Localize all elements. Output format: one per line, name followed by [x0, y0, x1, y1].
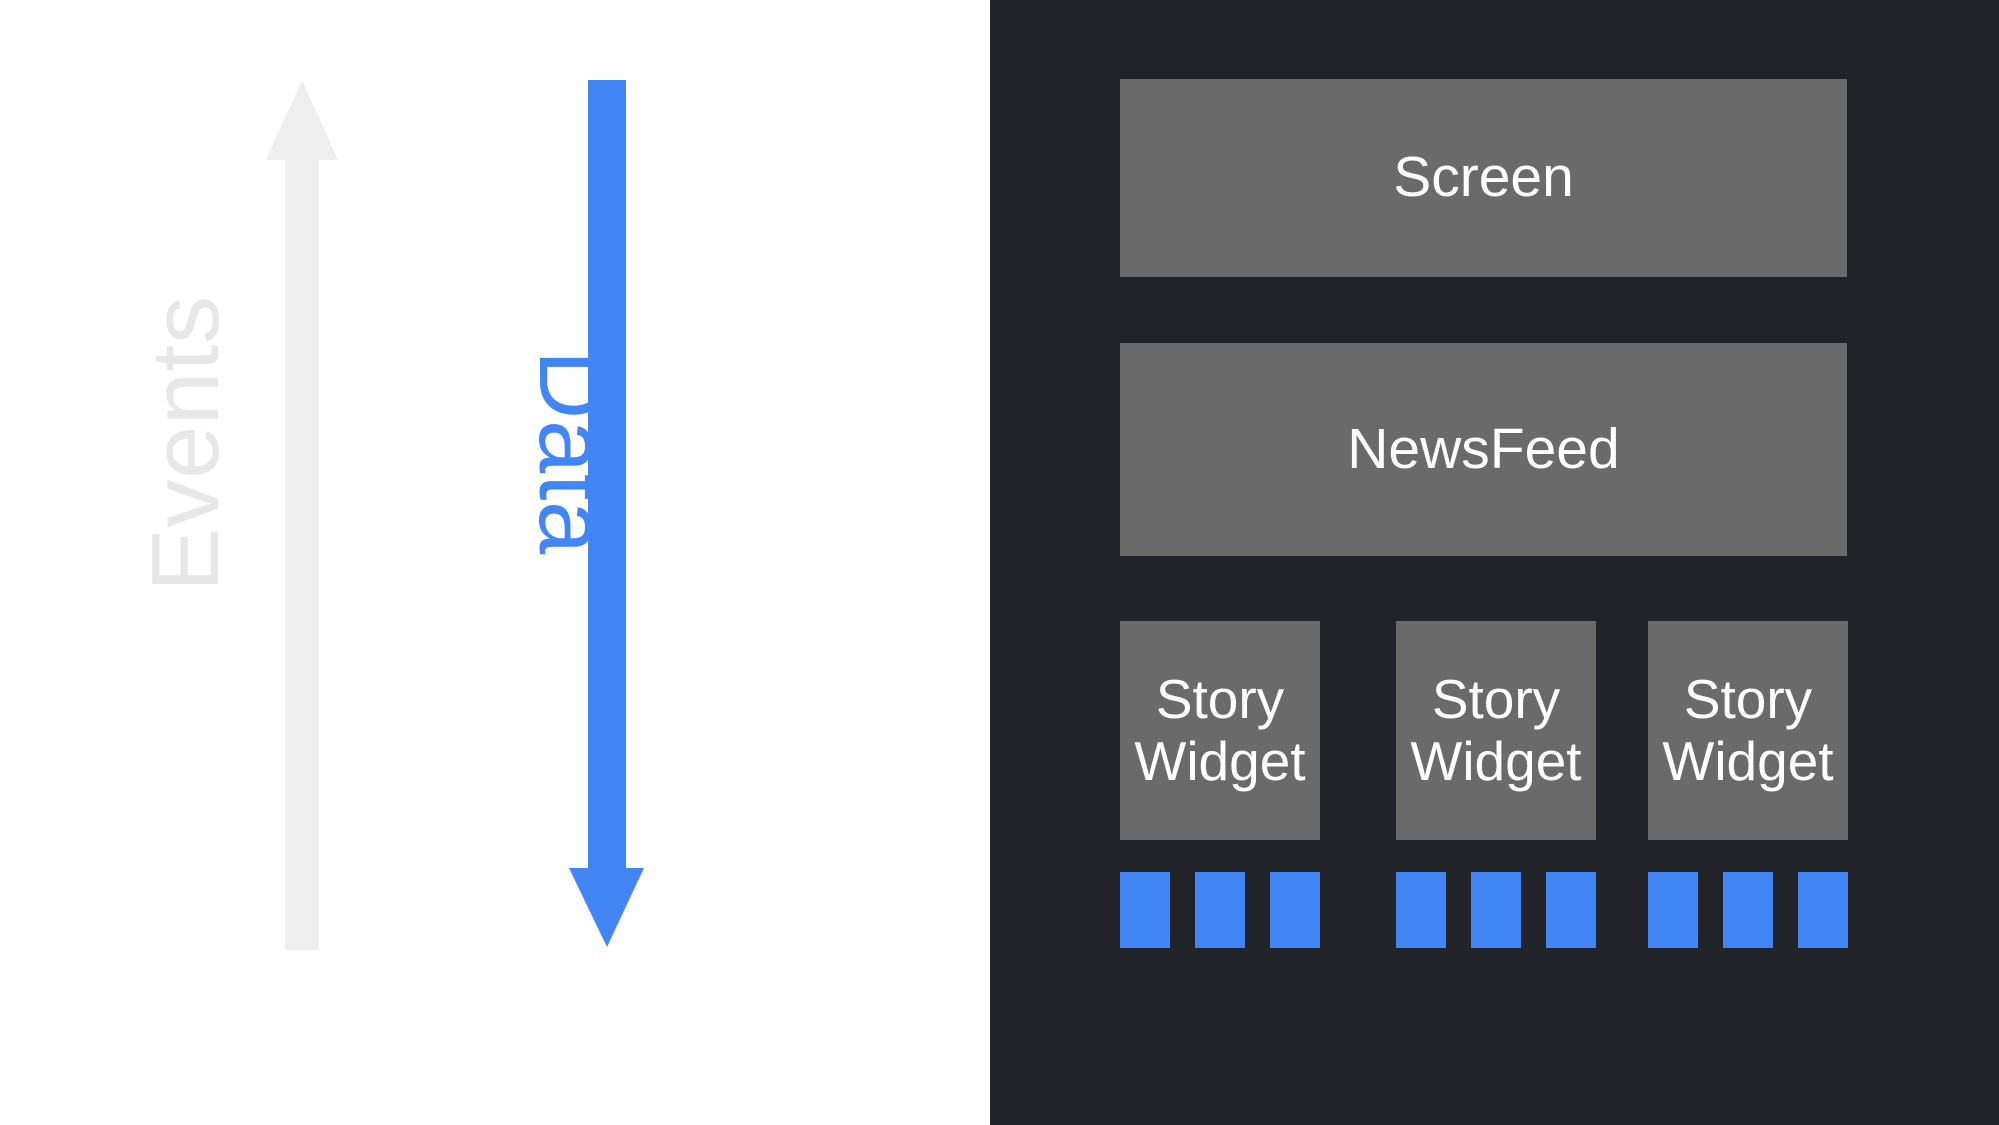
- data-arrow-down-icon: [569, 80, 644, 947]
- leaf-node[interactable]: [1648, 872, 1698, 948]
- leaf-node[interactable]: [1270, 872, 1320, 948]
- events-axis-label: Events: [132, 295, 239, 592]
- leaf-node[interactable]: [1396, 872, 1446, 948]
- story-widget-2-line2: Widget: [1410, 729, 1582, 792]
- story-widget-1-text: Story Widget: [1134, 667, 1306, 792]
- leaf-node-row-2: [1396, 872, 1596, 948]
- node-newsfeed[interactable]: NewsFeed: [1120, 343, 1847, 556]
- leaf-node[interactable]: [1120, 872, 1170, 948]
- leaf-node[interactable]: [1195, 872, 1245, 948]
- data-axis-label: Data: [519, 350, 626, 555]
- leaf-node-row-1: [1120, 872, 1320, 948]
- leaf-node[interactable]: [1723, 872, 1773, 948]
- node-story-widget-3[interactable]: Story Widget: [1648, 621, 1848, 840]
- story-widget-1-line1: Story: [1155, 667, 1285, 730]
- story-widget-3-line2: Widget: [1662, 729, 1834, 792]
- leaf-node[interactable]: [1471, 872, 1521, 948]
- flow-axis-region: Events Data: [0, 0, 990, 1125]
- node-story-widget-1[interactable]: Story Widget: [1120, 621, 1320, 840]
- node-story-widget-2[interactable]: Story Widget: [1396, 621, 1596, 840]
- story-widget-3-text: Story Widget: [1662, 667, 1834, 792]
- leaf-node[interactable]: [1546, 872, 1596, 948]
- story-widget-2-line1: Story: [1431, 667, 1561, 730]
- story-widget-1-line2: Widget: [1134, 729, 1306, 792]
- story-widget-3-line1: Story: [1683, 667, 1813, 730]
- events-arrow-up-icon: [266, 80, 338, 950]
- node-screen[interactable]: Screen: [1120, 79, 1847, 277]
- leaf-node[interactable]: [1798, 872, 1848, 948]
- story-widget-2-text: Story Widget: [1410, 667, 1582, 792]
- component-tree-panel: Screen NewsFeed Story Widget Story Widge…: [990, 0, 1999, 1125]
- leaf-node-row-3: [1648, 872, 1848, 948]
